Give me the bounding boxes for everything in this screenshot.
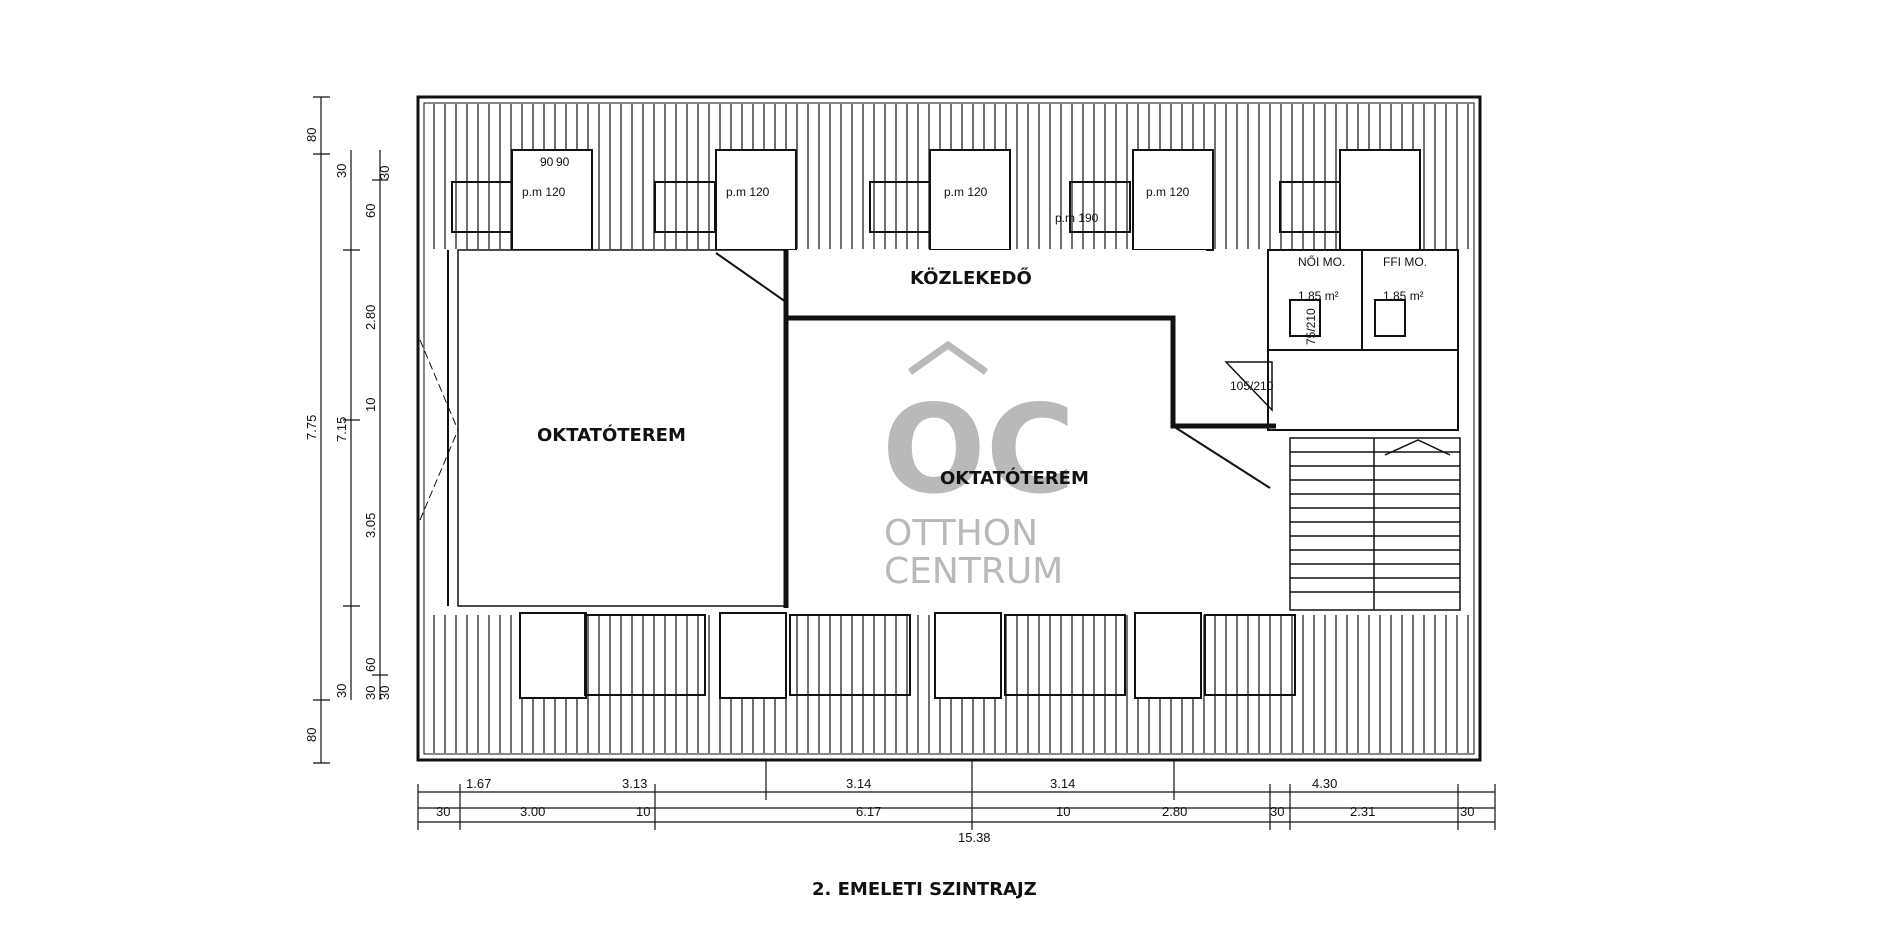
dim-bottom1-1: 1.67 bbox=[466, 776, 491, 791]
dim-left-mid-4: 10 bbox=[363, 398, 378, 412]
dim-bottom2-3: 10 bbox=[636, 804, 650, 819]
wc-left-label: NŐI MO. bbox=[1298, 254, 1345, 269]
dim-bottom2-1: 30 bbox=[436, 804, 450, 819]
window-note-4: p.m 190 bbox=[1055, 211, 1099, 225]
window-note-2: 90 bbox=[556, 155, 570, 169]
dim-lines-bottom bbox=[417, 760, 1496, 830]
dim-bottom1-3: 3.14 bbox=[846, 776, 871, 791]
wc-right-area: 1.85 m² bbox=[1383, 289, 1424, 303]
dormers-top bbox=[451, 149, 1421, 251]
plan-caption: 2. EMELETI SZINTRAJZ bbox=[812, 879, 1037, 900]
dim-left-outer-bottom: 80 bbox=[304, 728, 319, 742]
room-center-label: OKTATÓTEREM bbox=[940, 467, 1089, 489]
room-left-area bbox=[457, 249, 786, 607]
watermark-monogram: OC bbox=[882, 379, 1075, 521]
dim-bottom2-7: 30 bbox=[1270, 804, 1284, 819]
dim-left-mid-7: 60 bbox=[363, 658, 378, 672]
dim-left-mid-2: 60 bbox=[363, 204, 378, 218]
staircase bbox=[1289, 437, 1461, 611]
dim-left-outer-top: 80 bbox=[304, 128, 319, 142]
dim-bottom1-2: 3.13 bbox=[622, 776, 647, 791]
dim-lines-left bbox=[313, 96, 388, 764]
window-note-1: 90 bbox=[540, 155, 554, 169]
corridor-area bbox=[786, 250, 1206, 318]
dim-left-mid-3: 2.80 bbox=[363, 305, 378, 330]
dim-bottom2-8: 2.31 bbox=[1350, 804, 1375, 819]
wc-door-label: 105/210 bbox=[1230, 379, 1274, 393]
inner-wall-line bbox=[423, 102, 1475, 755]
wc-block bbox=[1267, 249, 1459, 431]
otthon-centrum-watermark: OC OTTHON CENTRUM bbox=[882, 340, 1075, 592]
dim-left-mid-8: 30 bbox=[334, 684, 349, 698]
window-note-5: p.m 120 bbox=[726, 185, 770, 199]
dim-bottom1-4: 3.14 bbox=[1050, 776, 1075, 791]
wc-right-label: FFI MO. bbox=[1383, 255, 1427, 269]
dim-bottom2-5: 10 bbox=[1056, 804, 1070, 819]
dim-left-inner-1: 30 bbox=[377, 166, 392, 180]
dim-left-mid-5: 7.15 bbox=[334, 417, 349, 442]
dim-bottom2-2: 3.00 bbox=[520, 804, 545, 819]
outer-wall bbox=[416, 95, 1482, 762]
wc-left-area: 1.85 m² bbox=[1298, 289, 1339, 303]
wc-door-label-2: 75/210 bbox=[1304, 308, 1318, 345]
window-note-3: p.m 120 bbox=[522, 185, 566, 199]
dim-bottom2-9: 30 bbox=[1460, 804, 1474, 819]
dim-bottom-total: 15.38 bbox=[958, 830, 991, 845]
dormers-bottom bbox=[519, 612, 1296, 699]
dim-bottom2-6: 2.80 bbox=[1162, 804, 1187, 819]
dim-bottom1-5: 4.30 bbox=[1312, 776, 1337, 791]
corridor-label: KÖZLEKEDŐ bbox=[910, 267, 1032, 289]
room-left-label: OKTATÓTEREM bbox=[537, 424, 686, 446]
dim-left-mid-1: 30 bbox=[334, 164, 349, 178]
dim-left-inner-3: 30 bbox=[377, 686, 392, 700]
dim-left-inner-2: 30 bbox=[363, 686, 378, 700]
watermark-line1: OTTHON bbox=[884, 513, 1038, 554]
room-center-area bbox=[786, 318, 1271, 608]
partition-walls bbox=[783, 250, 1276, 608]
dim-left-outer-mid: 7.75 bbox=[304, 415, 319, 440]
dim-left-mid-6: 3.05 bbox=[363, 513, 378, 538]
watermark-line2: CENTRUM bbox=[884, 551, 1063, 592]
dim-bottom2-4: 6.17 bbox=[856, 804, 881, 819]
window-note-7: p.m 120 bbox=[1146, 185, 1190, 199]
window-note-6: p.m 120 bbox=[944, 185, 988, 199]
